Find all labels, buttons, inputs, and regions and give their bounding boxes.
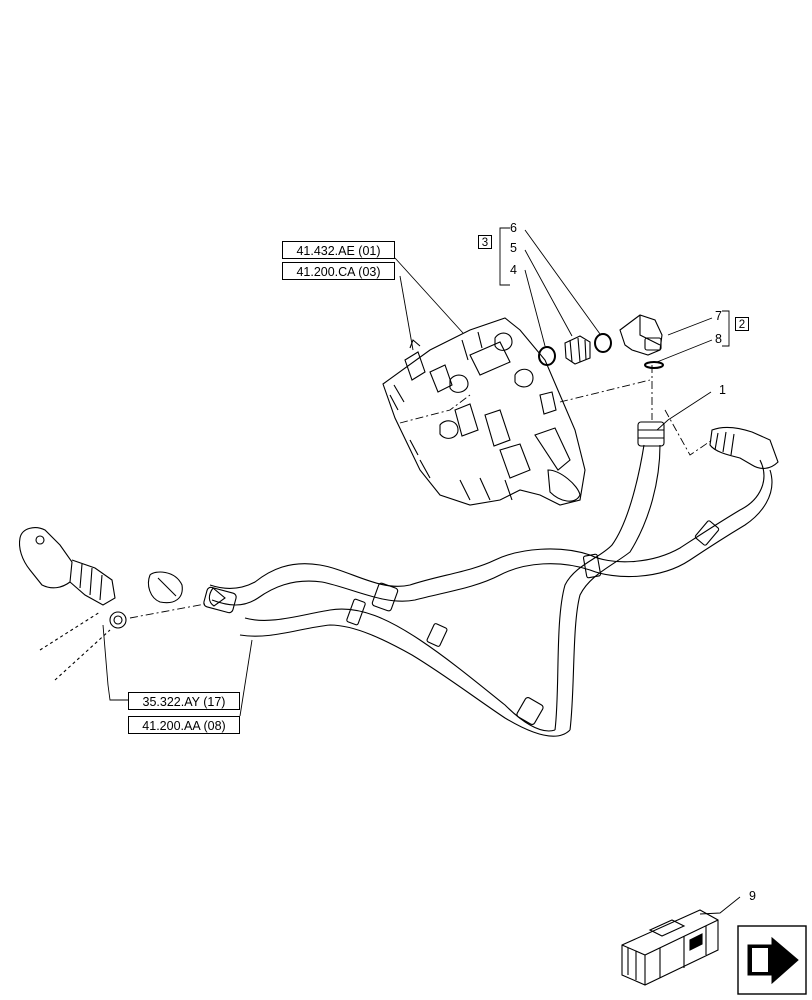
shipping-crate-icon [621,909,719,986]
hydraulic-valve-block-icon [382,317,586,506]
group-2-marker: 2 [735,317,749,331]
callout-8: 8 [715,332,722,346]
elbow-fitting-icon [18,527,127,681]
callout-5: 5 [510,241,517,255]
callout-6: 6 [510,221,517,235]
group-3-marker: 3 [478,235,492,249]
ref-box-valve-section[interactable]: 41.200.CA (03) [282,262,395,280]
callout-1: 1 [719,383,726,397]
callout-7: 7 [715,309,722,323]
ref-box-hose[interactable]: 41.200.AA (08) [128,716,240,734]
callout-9: 9 [749,889,756,903]
next-page-arrow-icon[interactable] [737,925,807,995]
ref-box-valve[interactable]: 41.432.AE (01) [282,241,395,259]
callout-4: 4 [510,263,517,277]
o-ring-icon [538,333,664,369]
ref-box-fitting[interactable]: 35.322.AY (17) [128,692,240,710]
hose-assembly-icon [147,421,779,737]
